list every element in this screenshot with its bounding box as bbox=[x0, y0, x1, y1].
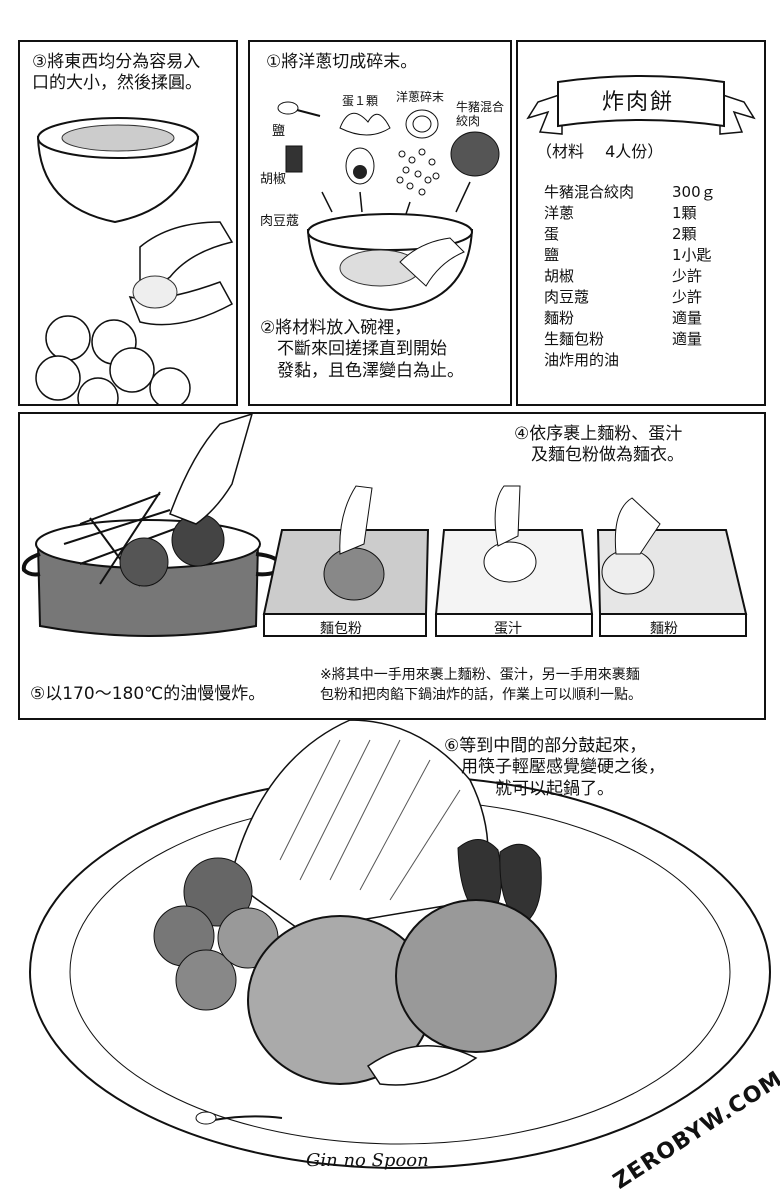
ingredient-amount: 少許 bbox=[672, 267, 703, 285]
ingredient-name: 牛豬混合絞肉 bbox=[544, 183, 635, 201]
label-egg: 蛋１顆 bbox=[342, 94, 379, 108]
ingredient-row: 洋蔥 1顆 bbox=[544, 203, 716, 224]
ingredient-amount: 適量 bbox=[672, 309, 703, 327]
plate-logo-text: Gin no Spoon bbox=[306, 1150, 429, 1171]
frying-and-coating-illustration bbox=[21, 414, 748, 637]
step-1-text: ①將洋蔥切成碎末。 bbox=[266, 52, 418, 72]
ingredient-row: 油炸用的油 bbox=[544, 350, 716, 371]
ingredient-name: 洋蔥 bbox=[544, 204, 575, 222]
tip-note: ※將其中一手用來裹上麵粉、蛋汁，另一手用來裹麵 包粉和把肉餡下鍋油炸的話，作業上… bbox=[320, 667, 642, 703]
label-onion: 洋蔥碎末 bbox=[396, 90, 445, 104]
panel-step-3: ③將東西均分為容易入 口的大小，然後揉圓。 bbox=[18, 40, 238, 406]
ingredient-name: 油炸用的油 bbox=[544, 351, 620, 369]
label-meat: 牛豬混合 絞肉 bbox=[456, 100, 505, 129]
step-5-text: ⑤以170～180℃的油慢慢炸。 bbox=[30, 684, 266, 704]
mixing-bowl-illustration bbox=[277, 101, 500, 312]
ingredient-amount: 2顆 bbox=[672, 225, 697, 243]
materials-heading: （材料 4人份） bbox=[536, 142, 664, 161]
ingredient-name: 肉豆蔻 bbox=[544, 288, 590, 306]
ingredient-name: 蛋 bbox=[544, 225, 560, 243]
label-salt: 鹽 bbox=[272, 124, 286, 139]
ingredient-row: 生麵包粉 適量 bbox=[544, 329, 716, 350]
ingredient-amount: 300ｇ bbox=[672, 183, 716, 201]
panel-step-4-5: ④依序裹上麵粉、蛋汁 及麵包粉做為麵衣。 麵包粉 蛋汁 麵粉 ⑤以170～180… bbox=[18, 412, 766, 720]
ingredient-name: 生麵包粉 bbox=[544, 330, 605, 348]
step-6-text: ⑥等到中間的部分鼓起來， 用筷子輕壓感覺變硬之後， 就可以起鍋了。 bbox=[444, 736, 665, 799]
ingredient-amount: 1顆 bbox=[672, 204, 697, 222]
ingredient-name: 麵粉 bbox=[544, 309, 575, 327]
ingredient-row: 麵粉 適量 bbox=[544, 308, 716, 329]
step-4-text: ④依序裹上麵粉、蛋汁 及麵包粉做為麵衣。 bbox=[514, 424, 684, 466]
tray-label-breadcrumbs: 麵包粉 bbox=[320, 621, 362, 637]
label-nutmeg: 肉豆蔻 bbox=[260, 214, 300, 229]
ingredient-amount: 少許 bbox=[672, 288, 703, 306]
ingredient-amount: 適量 bbox=[672, 330, 703, 348]
ingredient-name: 胡椒 bbox=[544, 267, 575, 285]
ingredient-row: 蛋 2顆 bbox=[544, 224, 716, 245]
ingredient-row: 肉豆蔻 少許 bbox=[544, 287, 716, 308]
recipe-title: 炸肉餅 bbox=[602, 90, 675, 115]
panel-step-1-2: ①將洋蔥切成碎末。 蛋１顆 洋蔥碎末 牛豬混合 絞肉 鹽 胡椒 肉豆蔻 ②將材料… bbox=[248, 40, 512, 406]
ingredient-row: 鹽 1小匙 bbox=[544, 245, 716, 266]
step-2-text: ②將材料放入碗裡， 不斷來回搓揉直到開始 發黏，且色澤變白為止。 bbox=[260, 318, 464, 381]
ingredient-name: 鹽 bbox=[544, 246, 560, 264]
title-ribbon bbox=[526, 75, 756, 135]
tray-label-egg: 蛋汁 bbox=[494, 621, 522, 637]
label-pepper: 胡椒 bbox=[260, 172, 287, 187]
ingredient-row: 牛豬混合絞肉 300ｇ bbox=[544, 182, 716, 203]
tray-label-flour: 麵粉 bbox=[650, 621, 678, 637]
ingredient-amount: 1小匙 bbox=[672, 246, 712, 264]
ingredient-row: 胡椒 少許 bbox=[544, 266, 716, 287]
bowl-and-balls-illustration bbox=[35, 117, 234, 404]
site-watermark: ZEROBYW.COM bbox=[609, 1066, 780, 1195]
step-3-text: ③將東西均分為容易入 口的大小，然後揉圓。 bbox=[32, 52, 202, 94]
